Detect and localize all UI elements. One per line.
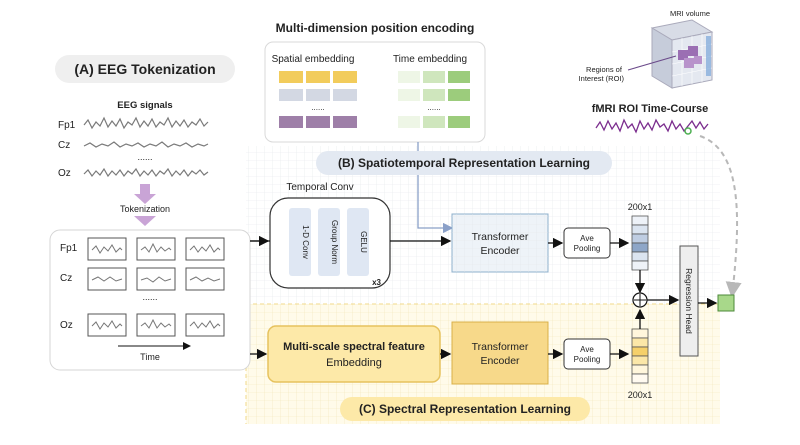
spectral-feature-line1: Multi-scale spectral feature: [283, 341, 425, 353]
time-embedding-label: Time embedding: [393, 54, 467, 65]
spatial-dots: ......: [311, 103, 324, 112]
conv1d-label: 1-D Conv: [301, 225, 310, 259]
pool-b-line1: Ave: [580, 234, 594, 243]
feature-vector-b: [631, 215, 649, 271]
group-norm-layer: [318, 208, 340, 276]
fmri-timecourse-label: fMRI ROI Time-Course: [592, 103, 709, 115]
spectral-feature-line2: Embedding: [326, 357, 382, 369]
ave-pooling-c: [563, 338, 611, 370]
section-b-title: (B) Spatiotemporal Representation Learni…: [338, 156, 590, 170]
roi-label-line1: Regions of: [586, 65, 623, 74]
section-a-title-pill: [55, 55, 235, 83]
repeat-label: x3: [372, 278, 381, 287]
transformer-c-line1: Transformer: [472, 341, 529, 353]
token-row-oz: [87, 313, 225, 337]
token-dots: ......: [142, 292, 157, 302]
regression-head-label: Regression Head: [684, 268, 694, 334]
dim-label-c: 200x1: [628, 390, 653, 400]
encoding-title: Multi-dimension position encoding: [276, 21, 475, 35]
dim-label-b: 200x1: [628, 202, 653, 212]
transformer-encoder-c: [451, 321, 549, 385]
fmri-target-point: [684, 127, 692, 135]
token-channel-fp1: Fp1: [60, 243, 78, 254]
channel-dots: ......: [137, 152, 152, 162]
section-c-title-pill: [340, 397, 590, 421]
time-dots: ......: [427, 103, 440, 112]
gelu-layer: [347, 208, 369, 276]
spectral-feature-embedding: [267, 325, 441, 383]
gelu-label: GELU: [359, 231, 368, 253]
spatial-embedding-blocks: [279, 71, 357, 128]
ave-pooling-b: [563, 227, 611, 259]
section-a-title: (A) EEG Tokenization: [74, 61, 215, 77]
roi-label-line2: Interest (ROI): [579, 74, 625, 83]
section-b-title-pill: [316, 151, 612, 175]
token-row-fp1: [87, 237, 225, 261]
time-axis-label: Time: [140, 352, 160, 362]
eeg-signals-title: EEG signals: [117, 100, 172, 111]
roi-label: Regions of Interest (ROI): [579, 65, 625, 83]
time-embedding-blocks: [398, 71, 470, 128]
target-dashed-arrow: [699, 135, 742, 298]
conv1d-layer: [289, 208, 311, 276]
section-c-title: (C) Spectral Representation Learning: [359, 402, 571, 416]
eeg-signal-fp1: [83, 116, 209, 130]
channel-label-fp1: Fp1: [58, 120, 76, 131]
mri-volume-cube: [650, 19, 714, 89]
fmri-timecourse-signal: [595, 118, 709, 134]
tokenization-label: Tokenization: [120, 204, 170, 214]
regression-head: [679, 245, 699, 357]
pool-c-line2: Pooling: [574, 355, 601, 364]
eeg-signal-cz: [83, 141, 209, 148]
prediction-output: [717, 294, 735, 312]
token-row-cz: [87, 267, 225, 291]
transformer-b-line1: Transformer: [472, 231, 529, 243]
transformer-b-line2: Encoder: [480, 245, 520, 257]
token-channel-cz: Cz: [60, 273, 72, 284]
pool-b-line2: Pooling: [574, 244, 601, 253]
token-channel-oz: Oz: [60, 320, 73, 331]
temporal-conv-title: Temporal Conv: [286, 182, 353, 193]
channel-label-oz: Oz: [58, 168, 71, 179]
eeg-signal-oz: [83, 167, 209, 178]
spatial-embedding-label: Spatial embedding: [272, 54, 355, 65]
mri-volume-label: MRI volume: [670, 9, 710, 18]
channel-label-cz: Cz: [58, 140, 70, 151]
feature-vector-c: [631, 328, 649, 384]
pool-c-line1: Ave: [580, 345, 594, 354]
transformer-c-line2: Encoder: [480, 355, 520, 367]
group-norm-label: Group Norm: [330, 220, 339, 264]
tokenized-eeg-panel: [49, 229, 251, 371]
